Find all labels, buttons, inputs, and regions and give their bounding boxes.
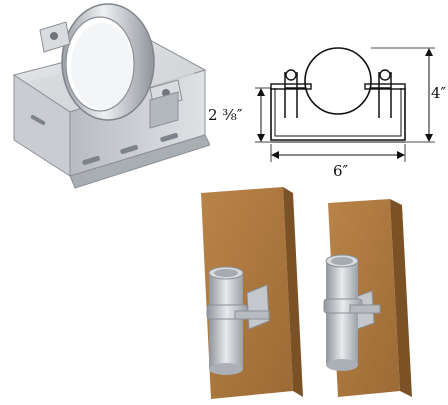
- overall-height-label: 4″: [431, 84, 447, 102]
- wall-mounted-pipe-support-icon: [195, 185, 315, 401]
- width-label: 6″: [333, 162, 349, 180]
- dimension-drawing: 2 ⅜″ 4″ 6″: [205, 30, 448, 190]
- pipe-support-bracket-icon: [0, 0, 211, 200]
- wall-mounted-pipe-support-icon: [310, 195, 435, 401]
- height-label: 2 ⅜″: [208, 106, 243, 124]
